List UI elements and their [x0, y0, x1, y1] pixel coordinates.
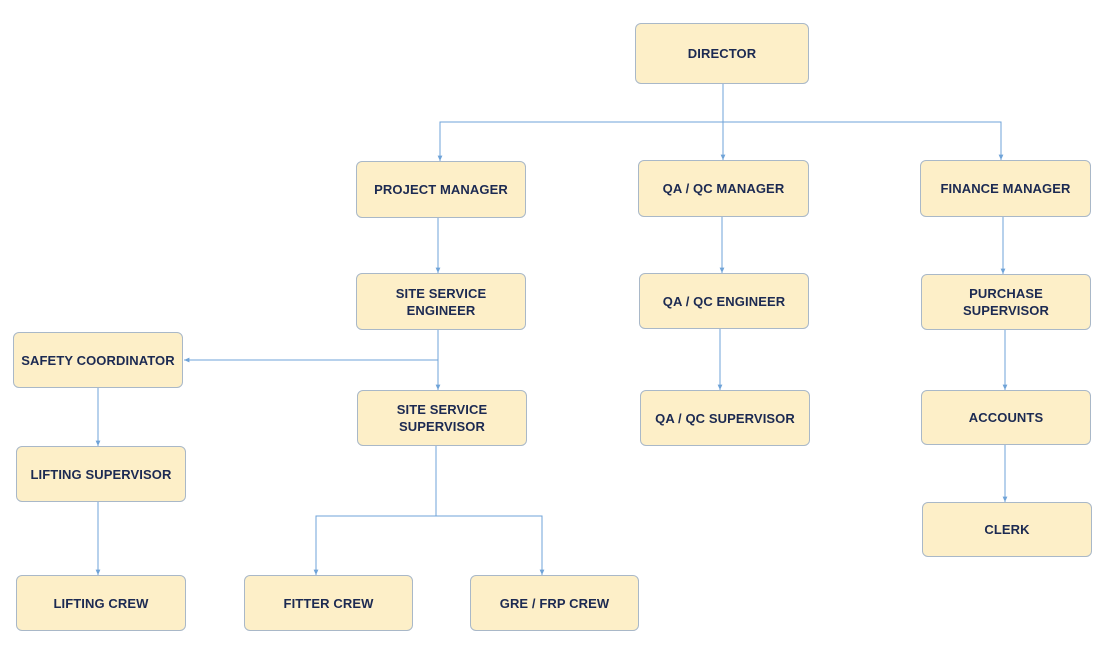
- node-label: SAFETY COORDINATOR: [21, 352, 175, 368]
- node-label: QA / QC MANAGER: [662, 181, 785, 196]
- node-label: DIRECTOR: [687, 46, 757, 61]
- node-finance-manager: FINANCE MANAGER: [920, 160, 1091, 217]
- connector-director-to-project-manager: [437, 84, 724, 161]
- node-lifting-supervisor: LIFTING SUPERVISOR: [16, 446, 186, 502]
- connector-site-service-engineer-to-safety-coordinator: [184, 330, 439, 363]
- node-label: FITTER CREW: [283, 595, 374, 611]
- node-director: DIRECTOR: [635, 23, 809, 84]
- node-label: LIFTING CREW: [53, 595, 149, 611]
- node-fitter-crew: FITTER CREW: [244, 575, 413, 631]
- node-clerk: CLERK: [922, 502, 1092, 557]
- node-label: ENGINEER: [406, 302, 476, 318]
- node-accounts: ACCOUNTS: [921, 390, 1091, 445]
- node-label: LIFTING SUPERVISOR: [30, 466, 172, 482]
- node-qa-qc-supervisor: QA / QC SUPERVISOR: [640, 390, 810, 446]
- node-qa-qc-manager: QA / QC MANAGER: [638, 160, 809, 217]
- node-safety-coordinator: SAFETY COORDINATOR: [13, 332, 183, 388]
- node-project-manager: PROJECT MANAGER: [356, 161, 526, 218]
- node-label: PURCHASE: [969, 286, 1043, 301]
- node-purchase-supervisor: PURCHASE SUPERVISOR: [921, 274, 1091, 330]
- connector-site-service-supervisor-to-fitter-crew: [313, 446, 437, 575]
- node-label: GRE / FRP CREW: [499, 595, 610, 611]
- node-label: SITE SERVICE: [395, 285, 487, 301]
- node-label: CLERK: [984, 522, 1030, 537]
- node-lifting-crew: LIFTING CREW: [16, 575, 186, 631]
- node-label: QA / QC ENGINEER: [662, 293, 786, 309]
- node-label: FINANCE MANAGER: [940, 181, 1071, 196]
- node-qa-qc-engineer: QA / QC ENGINEER: [639, 273, 809, 329]
- node-label: PROJECT MANAGER: [374, 182, 508, 197]
- node-label: SUPERVISOR: [398, 419, 485, 434]
- node-label: SITE SERVICE: [396, 402, 488, 417]
- node-site-service-supervisor: SITE SERVICE SUPERVISOR: [357, 390, 527, 446]
- node-gre-frp-crew: GRE / FRP CREW: [470, 575, 639, 631]
- connector-director-to-finance-manager: [723, 121, 1004, 160]
- connector-site-service-supervisor-to-gre-frp-crew: [436, 515, 545, 575]
- node-label: QA / QC SUPERVISOR: [655, 410, 795, 426]
- node-label: ACCOUNTS: [968, 410, 1044, 425]
- node-label: SUPERVISOR: [962, 303, 1049, 318]
